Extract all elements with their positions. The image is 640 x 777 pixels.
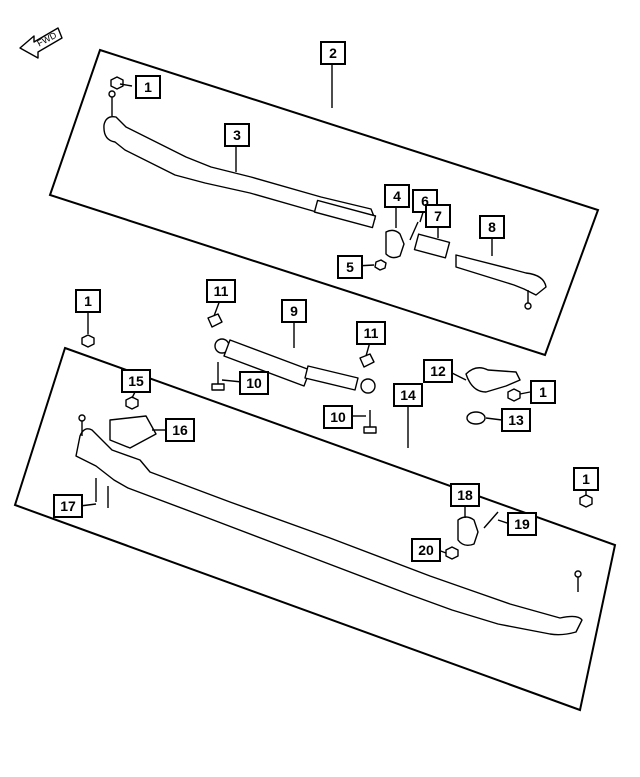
callout-17: 17: [53, 494, 83, 518]
adjuster-sleeve-icon: [413, 233, 451, 259]
small-nut-icon: [374, 259, 387, 271]
clip-icon: [207, 313, 223, 328]
callout-2: 2: [320, 41, 346, 65]
nut-icon: [110, 76, 124, 90]
callout-19: 19: [507, 512, 537, 536]
bolt-icon: [95, 478, 109, 508]
svg-text:18: 18: [457, 487, 473, 503]
callout-1: 1: [135, 75, 161, 99]
svg-text:17: 17: [60, 498, 76, 514]
svg-text:15: 15: [128, 373, 144, 389]
tie-rod-icon: [75, 414, 583, 636]
bolt-icon: [211, 362, 225, 391]
svg-text:1: 1: [582, 471, 590, 487]
tie-rod-panel: [13, 346, 617, 712]
bolt-icon: [483, 511, 499, 529]
svg-text:12: 12: [430, 363, 446, 379]
svg-text:11: 11: [214, 283, 229, 299]
svg-text:9: 9: [290, 303, 298, 319]
drag-link-panel: [48, 48, 600, 357]
bolt-icon: [409, 221, 419, 241]
callout-10: 10: [323, 405, 353, 429]
fwd-arrow-icon: FWD: [19, 27, 63, 59]
svg-text:10: 10: [246, 375, 262, 391]
callout-4: 4: [384, 184, 410, 208]
callout-11: 11: [206, 279, 236, 303]
svg-text:3: 3: [233, 127, 241, 143]
svg-text:2: 2: [329, 45, 337, 61]
washer-icon: [466, 411, 486, 425]
callout-1: 1: [573, 467, 599, 491]
callout-1: 1: [530, 380, 556, 404]
callout-16: 16: [165, 418, 195, 442]
bolt-icon: [363, 410, 377, 434]
clip-icon: [359, 353, 375, 368]
callout-12: 12: [423, 359, 453, 383]
svg-text:5: 5: [346, 259, 354, 275]
svg-text:4: 4: [393, 188, 401, 204]
svg-text:20: 20: [418, 542, 434, 558]
svg-text:11: 11: [364, 325, 379, 341]
callout-9: 9: [281, 299, 307, 323]
steering-damper-icon: [214, 338, 376, 394]
callout-10: 10: [239, 371, 269, 395]
callout-15: 15: [121, 369, 151, 393]
nut-icon: [507, 388, 521, 402]
nut-icon: [81, 334, 95, 348]
svg-text:14: 14: [400, 387, 416, 403]
svg-text:8: 8: [488, 219, 496, 235]
clamp-icon: [385, 229, 405, 259]
callout-3: 3: [224, 123, 250, 147]
plate-icon: [109, 415, 157, 449]
nut-icon: [579, 494, 593, 508]
svg-text:10: 10: [330, 409, 346, 425]
svg-text:16: 16: [172, 422, 188, 438]
callout-5: 5: [337, 255, 363, 279]
svg-text:1: 1: [144, 79, 152, 95]
bracket-icon: [465, 367, 521, 393]
callout-14: 14: [393, 383, 423, 407]
drag-link-end-icon: [455, 254, 547, 310]
callout-20: 20: [411, 538, 441, 562]
svg-text:19: 19: [514, 516, 530, 532]
callout-1: 1: [75, 289, 101, 313]
svg-text:7: 7: [434, 208, 442, 224]
svg-text:1: 1: [84, 293, 92, 309]
nut-icon: [445, 546, 459, 560]
nut-icon: [125, 396, 139, 410]
callout-18: 18: [450, 483, 480, 507]
callout-13: 13: [501, 408, 531, 432]
drag-link-icon: [103, 90, 377, 229]
clamp-icon: [457, 516, 479, 547]
callout-8: 8: [479, 215, 505, 239]
svg-text:1: 1: [539, 384, 547, 400]
svg-text:6: 6: [421, 193, 429, 209]
callout-11: 11: [356, 321, 386, 345]
callout-7: 7: [425, 204, 451, 228]
svg-text:13: 13: [508, 412, 524, 428]
